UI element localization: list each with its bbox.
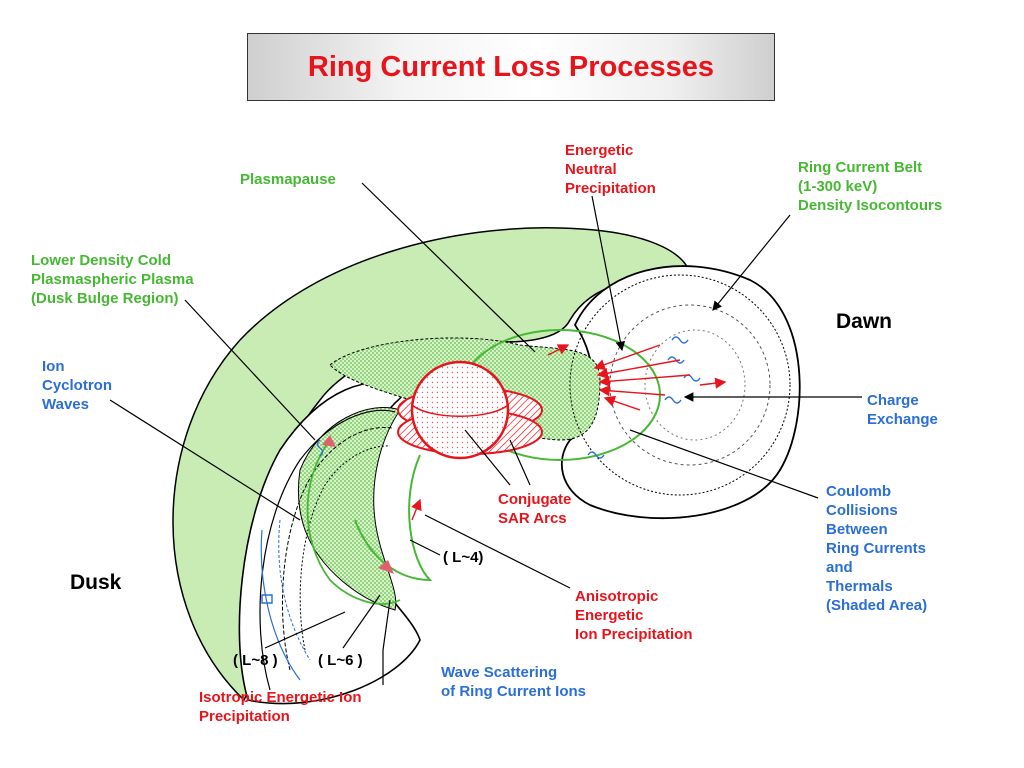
label-anisotropic: Anisotropic Energetic Ion Precipitation [575, 588, 693, 643]
label-wave-scattering: Wave Scattering of Ring Current Ions [441, 664, 586, 700]
label-ion-cyclotron: Ion Cyclotron Waves [42, 358, 113, 413]
blue-squiggles [261, 336, 701, 604]
title-box: Ring Current Loss Processes [247, 33, 775, 101]
label-energetic-neutral: Energetic Neutral Precipitation [565, 142, 656, 197]
label-conjugate-sar: Conjugate SAR Arcs [498, 491, 572, 527]
page-title: Ring Current Loss Processes [307, 50, 715, 83]
dawn-lobe [561, 265, 801, 520]
red-arrows [411, 344, 727, 521]
label-coulomb: Coulomb Collisions Between Ring Currents… [826, 483, 928, 614]
label-dawn: Dawn [836, 310, 893, 333]
dusk-bulge-dotted [297, 407, 401, 611]
label-dusk: Dusk [70, 571, 122, 594]
label-isotropic: Isotropic Energetic Ion Precipitation [199, 689, 362, 725]
label-lower-density: Lower Density Cold Plasmaspheric Plasma … [31, 252, 194, 307]
label-charge-exchange: Charge Exchange [867, 392, 938, 428]
earth [410, 360, 510, 460]
label-ring-current-belt: Ring Current Belt (1-300 keV) Density Is… [798, 159, 943, 214]
label-l6: ( L~6 ) [318, 652, 363, 669]
label-plasmapause: Plasmapause [240, 171, 336, 188]
label-l8: ( L~8 ) [233, 652, 278, 669]
label-l4: ( L~4) [443, 549, 484, 566]
leader-lines [109, 182, 862, 685]
